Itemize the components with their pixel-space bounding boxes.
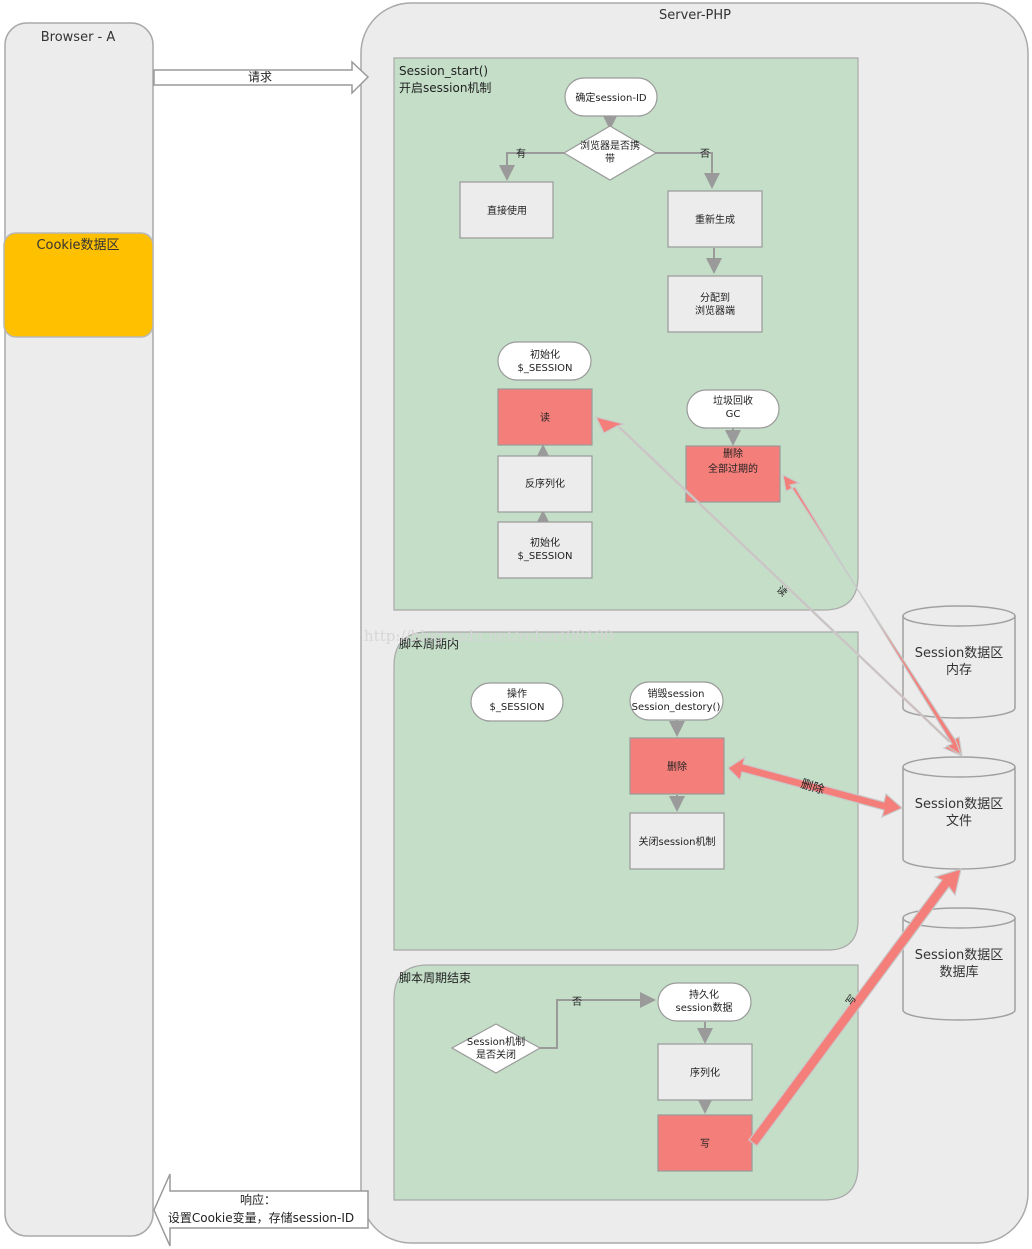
gc-line1: 垃圾回收 — [713, 394, 753, 407]
closed-decision — [450, 1023, 542, 1074]
close-session-node — [629, 812, 725, 870]
response-arrow: 响应： 设置Cookie变量，存储session-ID — [153, 1173, 369, 1247]
decision-line2: 带 — [605, 153, 615, 165]
browser-panel: Browser - A Cookie数据区 — [3, 22, 154, 1237]
regenerate-label: 重新生成 — [695, 213, 735, 226]
init2-node — [497, 521, 593, 579]
section-script-title: 脚本周期内 — [399, 636, 459, 651]
init2-line1: 初始化 — [530, 536, 560, 549]
storage-memory-line1: Session数据区 — [915, 646, 1004, 661]
init-line2: $_SESSION — [517, 363, 572, 374]
write-label: 写 — [700, 1138, 710, 1150]
response-label-line2: 设置Cookie变量，存储session-ID — [168, 1210, 354, 1225]
operate-line2: $_SESSION — [489, 702, 544, 713]
init-line1: 初始化 — [530, 348, 560, 361]
watermark: http://blog.csdn.net/robert00100 — [364, 627, 614, 645]
storage-file-line2: 文件 — [946, 814, 972, 829]
storage-db-line2: 数据库 — [939, 964, 978, 980]
init-session-node — [497, 341, 592, 381]
gc-line2: GC — [726, 409, 741, 420]
persist-line1: 持久化 — [689, 988, 719, 1001]
response-label-line1: 响应： — [240, 1192, 276, 1207]
request-label: 请求 — [248, 70, 272, 84]
deserialize-label: 反序列化 — [525, 477, 565, 490]
determine-id-node — [564, 77, 658, 117]
section-script-bg — [393, 631, 859, 951]
cookie-area — [3, 232, 154, 338]
script-delete-node — [629, 737, 725, 795]
end-branch-no-label: 否 — [572, 996, 582, 1008]
read-label: 读 — [540, 411, 550, 424]
decision-line1: 浏览器是否携 — [580, 139, 640, 152]
serialize-label: 序列化 — [690, 1066, 720, 1079]
close-session-label: 关闭session机制 — [638, 835, 715, 848]
serialize-node — [657, 1043, 753, 1101]
section-start-title-line1: Session_start() — [399, 64, 488, 78]
determine-id-label: 确定session-ID — [575, 91, 647, 104]
cookie-area-label: Cookie数据区 — [36, 238, 119, 253]
destroy-line2: Session_destory() — [632, 702, 721, 713]
branch-yes-label: 有 — [516, 147, 526, 160]
request-arrow: 请求 — [153, 60, 370, 95]
write-arrow — [748, 868, 962, 1147]
delete-expired-line2: 全部过期的 — [708, 462, 758, 475]
browser-carries-decision — [562, 125, 658, 181]
storage-memory: Session数据区 内存 — [902, 605, 1016, 719]
delete-expired-node — [685, 445, 781, 503]
deserialize-node — [497, 455, 593, 513]
delete-arrow — [727, 755, 904, 819]
start-connectors — [499, 114, 741, 526]
gc-delete-arrow — [782, 473, 963, 757]
section-end-title: 脚本周期结束 — [399, 970, 471, 985]
storage-database: Session数据区 数据库 — [902, 907, 1016, 1021]
destroy-line1: 销毁session — [647, 687, 704, 700]
branch-no-label: 否 — [700, 148, 710, 160]
assign-browser-node — [667, 275, 763, 333]
server-title: Server-PHP — [659, 8, 731, 23]
use-directly-label: 直接使用 — [487, 204, 527, 217]
browser-title: Browser - A — [41, 30, 116, 45]
assign-line2: 浏览器端 — [695, 304, 735, 317]
storage-file: Session数据区 文件 — [902, 756, 1016, 870]
storage-db-line1: Session数据区 — [915, 948, 1004, 963]
destroy-session-node — [629, 681, 724, 721]
storage-file-line1: Session数据区 — [915, 797, 1004, 812]
storage-memory-line2: 内存 — [946, 662, 972, 678]
closed-decision-line1: Session机制 — [467, 1035, 525, 1048]
delete-expired-line1: 删除 — [723, 447, 743, 460]
assign-line1: 分配到 — [700, 292, 730, 304]
persist-node — [657, 982, 752, 1022]
use-directly-node — [459, 181, 554, 239]
closed-decision-line2: 是否关闭 — [476, 1048, 516, 1061]
delete-arrow-label: 删除 — [799, 776, 826, 797]
red-arrows — [594, 416, 963, 1147]
gc-node — [686, 389, 780, 429]
section-start-title-line2: 开启session机制 — [399, 81, 491, 95]
operate-session-node — [470, 682, 564, 722]
script-delete-label: 删除 — [667, 760, 687, 773]
read-node — [497, 388, 593, 446]
operate-line1: 操作 — [507, 687, 527, 700]
regenerate-node — [667, 190, 763, 248]
persist-line2: session数据 — [675, 1001, 732, 1014]
init2-line2: $_SESSION — [517, 551, 572, 562]
